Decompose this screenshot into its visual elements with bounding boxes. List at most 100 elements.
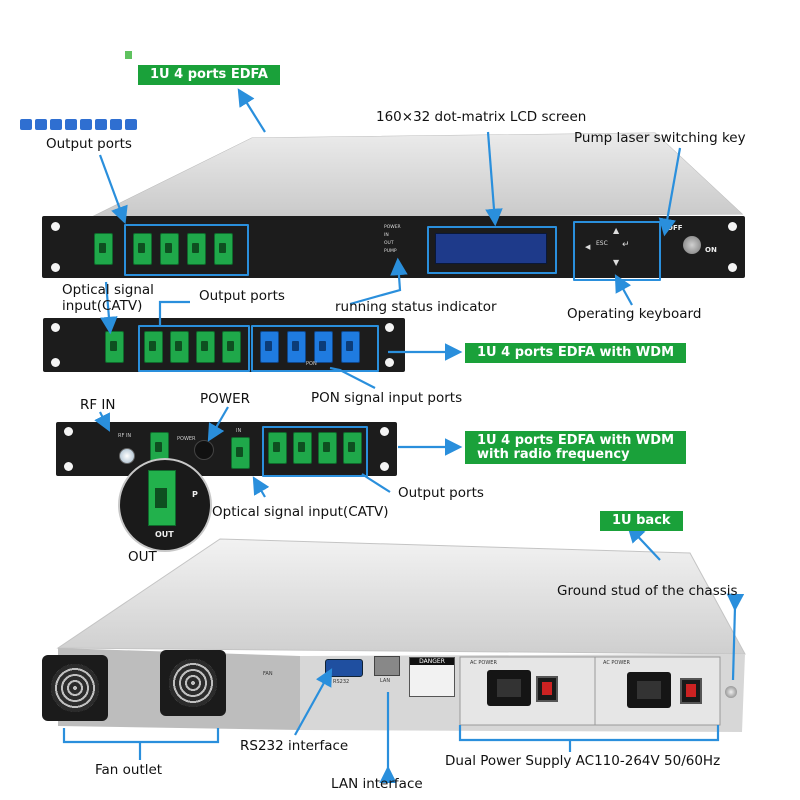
thumbnail-icon <box>125 51 132 59</box>
zoom-out-label: OUT <box>155 530 174 539</box>
status-in-label: IN <box>384 233 389 238</box>
label-optical-input-line1: Optical signal <box>62 282 154 298</box>
title-edfa-wdm-rf-line1: 1U 4 ports EDFA with WDM <box>477 433 674 448</box>
connector-icons-strip <box>20 119 140 131</box>
ac-inlet-2[interactable] <box>627 672 671 708</box>
connector-zoom-circle: OUT P <box>118 458 212 552</box>
output-port-2[interactable] <box>293 432 312 464</box>
rack-ear-hole <box>728 222 737 231</box>
pon-small-label: PON <box>306 361 317 367</box>
rs232-small-label: RS232 <box>333 679 350 685</box>
pon-port-3[interactable] <box>314 331 333 363</box>
output-port-4[interactable] <box>222 331 241 363</box>
arrow-down-icon[interactable]: ▼ <box>613 258 620 267</box>
in-small-label: IN <box>236 428 242 434</box>
rf-optical-output-port[interactable] <box>150 432 169 464</box>
output-port-3[interactable] <box>187 233 206 265</box>
rack-ear-hole <box>728 263 737 272</box>
status-pump-label: PUMP <box>384 249 397 254</box>
ac-power-label-1: AC POWER <box>470 660 497 666</box>
arrow-up-icon[interactable]: ▲ <box>613 226 620 235</box>
rack-ear-hole <box>385 358 394 367</box>
rack-ear-hole <box>385 323 394 332</box>
label-fan-outlet: Fan outlet <box>95 762 163 778</box>
lcd-screen <box>435 233 547 264</box>
label-running-status: running status indicator <box>335 299 497 315</box>
label-ground-stud: Ground stud of the chassis <box>557 583 738 599</box>
title-edfa-wdm-rf-line2: with radio frequency <box>477 446 630 462</box>
label-power: POWER <box>200 391 251 407</box>
pon-port-4[interactable] <box>341 331 360 363</box>
rack-ear-hole <box>51 358 60 367</box>
output-port-2[interactable] <box>170 331 189 363</box>
pon-port-1[interactable] <box>260 331 279 363</box>
rf-in-connector[interactable] <box>119 448 135 464</box>
lan-small-label: LAN <box>380 678 391 684</box>
output-ports-highlight <box>138 325 250 372</box>
arrow-left-icon[interactable]: ◀ <box>585 243 591 251</box>
edfa-wdm-rf-panel <box>56 422 397 476</box>
title-back: 1U back <box>600 511 683 531</box>
rack-ear-hole <box>64 427 73 436</box>
rack-ear-hole <box>51 222 60 231</box>
label-pump-key: Pump laser switching key <box>574 130 746 146</box>
title-edfa-wdm: 1U 4 ports EDFA with WDM <box>465 343 686 363</box>
pon-ports-highlight <box>251 325 379 372</box>
rf-in-small-label: RF IN <box>118 433 132 439</box>
output-ports-highlight <box>262 426 368 477</box>
lcd-highlight <box>427 226 557 274</box>
label-output-ports-mid: Output ports <box>199 288 285 304</box>
pon-port-2[interactable] <box>287 331 306 363</box>
label-rf-in: RF IN <box>80 397 116 413</box>
fan-small-label: FAN <box>263 671 273 677</box>
ac-inlet-1[interactable] <box>487 670 531 706</box>
output-port-4[interactable] <box>343 432 362 464</box>
on-label: ON <box>705 246 717 254</box>
rack-ear-hole <box>51 323 60 332</box>
rack-ear-hole <box>51 263 60 272</box>
output-port-1[interactable] <box>144 331 163 363</box>
rack-ear-hole <box>380 427 389 436</box>
status-out-label: OUT <box>384 241 394 246</box>
rack-ear-hole <box>380 462 389 471</box>
ac-power-label-2: AC POWER <box>603 660 630 666</box>
fan-2 <box>160 650 226 716</box>
ground-stud <box>725 686 737 698</box>
title-edfa-1u4: 1U 4 ports EDFA <box>138 65 280 85</box>
label-output-ports-bottom: Output ports <box>398 485 484 501</box>
output-port-1[interactable] <box>268 432 287 464</box>
optical-input-port[interactable] <box>231 437 250 469</box>
output-port-3[interactable] <box>196 331 215 363</box>
power-switch-2[interactable] <box>680 678 702 704</box>
optical-input-port[interactable] <box>94 233 113 265</box>
output-port-4[interactable] <box>214 233 233 265</box>
label-dual-power: Dual Power Supply AC110-264V 50/60Hz <box>445 753 721 769</box>
label-rs232: RS232 interface <box>240 738 349 754</box>
lan-port[interactable] <box>374 656 400 676</box>
power-small-label: POWER <box>177 436 196 442</box>
label-operating-keyboard: Operating keyboard <box>567 306 702 322</box>
label-pon-inputs: PON signal input ports <box>311 390 463 406</box>
danger-label: DANGER <box>410 658 454 665</box>
zoom-p-label: P <box>192 490 198 499</box>
label-lan: LAN interface <box>331 776 423 792</box>
label-output-ports-top: Output ports <box>46 136 132 152</box>
output-port-1[interactable] <box>133 233 152 265</box>
rack-ear-hole <box>64 462 73 471</box>
enter-key-icon[interactable]: ↵ <box>622 240 630 250</box>
status-indicator-panel: POWER IN OUT PUMP <box>384 224 408 268</box>
power-switch-1[interactable] <box>536 676 558 702</box>
label-optical-input-line2: input(CATV) <box>62 297 143 314</box>
rs232-port[interactable] <box>325 659 363 677</box>
output-port-2[interactable] <box>160 233 179 265</box>
output-port-3[interactable] <box>318 432 337 464</box>
danger-sticker: DANGER <box>409 657 455 697</box>
esc-key[interactable]: ESC <box>596 240 608 247</box>
label-optical-input-catv-1: Optical signal input(CATV) <box>62 282 154 314</box>
output-ports-highlight <box>124 224 249 276</box>
label-out: OUT <box>128 549 157 565</box>
status-power-label: POWER <box>384 225 401 230</box>
pump-key-switch[interactable] <box>683 236 701 254</box>
power-led <box>194 440 214 460</box>
